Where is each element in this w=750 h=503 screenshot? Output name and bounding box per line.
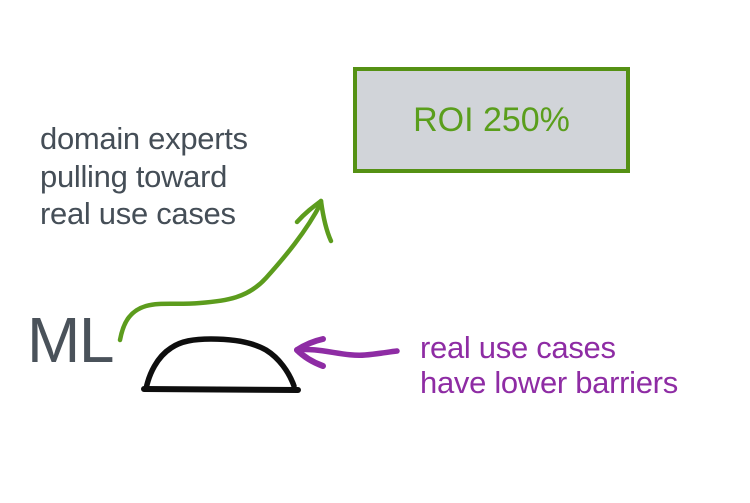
barrier-dome-arc — [143, 336, 297, 392]
annotation-line: real use cases — [420, 330, 616, 365]
annotation-line: domain experts — [40, 121, 248, 156]
growth-arrowhead-right-barb — [318, 198, 334, 244]
green-growth-arrow — [117, 198, 334, 343]
barrier-dome-base — [141, 386, 301, 393]
barrier-dome — [141, 336, 301, 393]
left-arrow-shaft — [294, 346, 400, 359]
domain-experts-annotation: domain experts pulling toward real use c… — [40, 120, 248, 233]
lower-barriers-annotation: real use cases have lower barriers — [420, 330, 678, 400]
growth-arrow-curve — [117, 200, 324, 343]
ml-label: ML — [27, 304, 114, 376]
annotation-line: have lower barriers — [420, 365, 678, 400]
annotation-line: pulling toward — [40, 158, 228, 194]
annotation-line: real use cases — [40, 196, 236, 231]
roi-box-label: ROI 250% — [413, 100, 570, 139]
purple-left-arrow — [294, 336, 400, 369]
left-arrowhead-lower-barb — [294, 347, 326, 369]
roi-box: ROI 250% — [353, 67, 630, 173]
